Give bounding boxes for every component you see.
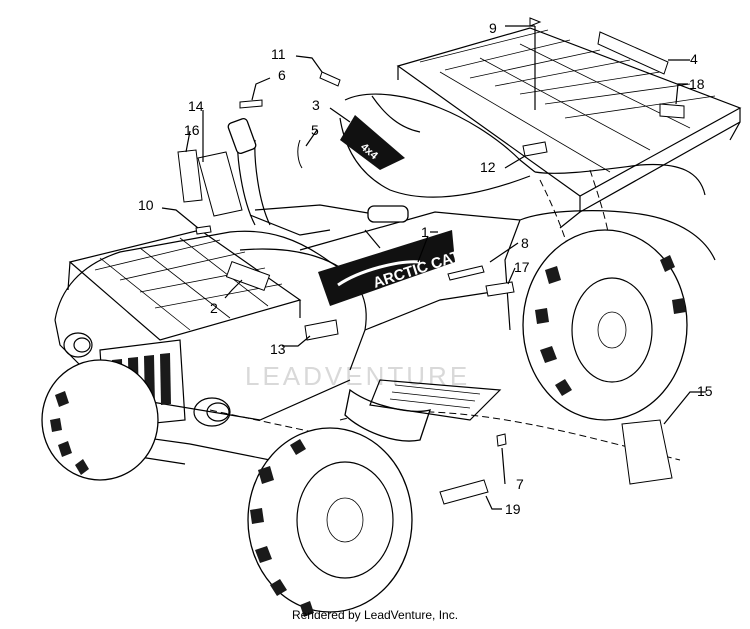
footer-credit: Rendered by LeadVenture, Inc. xyxy=(291,608,459,622)
decal-1-arctic-cat-side: ARCTIC CAT xyxy=(318,230,462,306)
decal-15 xyxy=(621,419,673,485)
front-right-tire xyxy=(247,427,413,617)
callout-17: 17 xyxy=(514,259,530,275)
callout-10: 10 xyxy=(138,197,154,213)
callout-19: 19 xyxy=(505,501,521,517)
callout-9: 9 xyxy=(489,20,497,36)
callout-15: 15 xyxy=(697,383,713,399)
callout-12: 12 xyxy=(480,159,496,175)
decal-16 xyxy=(177,149,203,203)
rear-left-tire xyxy=(344,388,431,442)
decal-9 xyxy=(529,17,542,27)
callout-7: 7 xyxy=(516,476,524,492)
watermark-text: LEADVENTURE xyxy=(245,361,470,391)
callout-3: 3 xyxy=(312,97,320,113)
decal-11 xyxy=(319,71,341,87)
rear-rack xyxy=(396,27,742,229)
callout-4: 4 xyxy=(690,51,698,67)
decal-6 xyxy=(239,99,263,109)
front-rack xyxy=(67,229,302,341)
callout-6: 6 xyxy=(278,67,286,83)
callout-2: 2 xyxy=(210,300,218,316)
decal-4 xyxy=(597,31,669,75)
decal-12 xyxy=(522,141,548,157)
leader-lines xyxy=(161,25,706,510)
handlebars xyxy=(227,118,409,249)
callout-labels: 1 2 3 4 5 6 7 8 9 10 11 12 13 14 15 16 1… xyxy=(138,20,713,517)
callout-5: 5 xyxy=(311,122,319,138)
decal-13 xyxy=(304,319,339,341)
callout-8: 8 xyxy=(521,235,529,251)
decal-8 xyxy=(447,265,485,281)
callout-11: 11 xyxy=(271,46,286,62)
callout-13: 13 xyxy=(270,341,286,357)
decal-5 xyxy=(297,139,303,169)
front-left-tire xyxy=(41,359,159,481)
decal-14 xyxy=(197,151,243,217)
callout-1: 1 xyxy=(421,224,429,240)
decal-2 xyxy=(225,261,271,291)
decal-17 xyxy=(485,281,515,297)
footwell xyxy=(369,379,502,421)
seat-and-rear-fender xyxy=(339,93,716,331)
decal-18 xyxy=(659,103,685,119)
decal-3-4x4: 4x4 xyxy=(340,115,405,170)
callout-18: 18 xyxy=(689,76,705,92)
rear-right-tire xyxy=(522,229,688,421)
callout-14: 14 xyxy=(188,98,204,114)
callout-16: 16 xyxy=(184,122,200,138)
decal-19 xyxy=(439,479,489,505)
decal-7 xyxy=(496,433,507,447)
decal-10 xyxy=(195,225,212,235)
